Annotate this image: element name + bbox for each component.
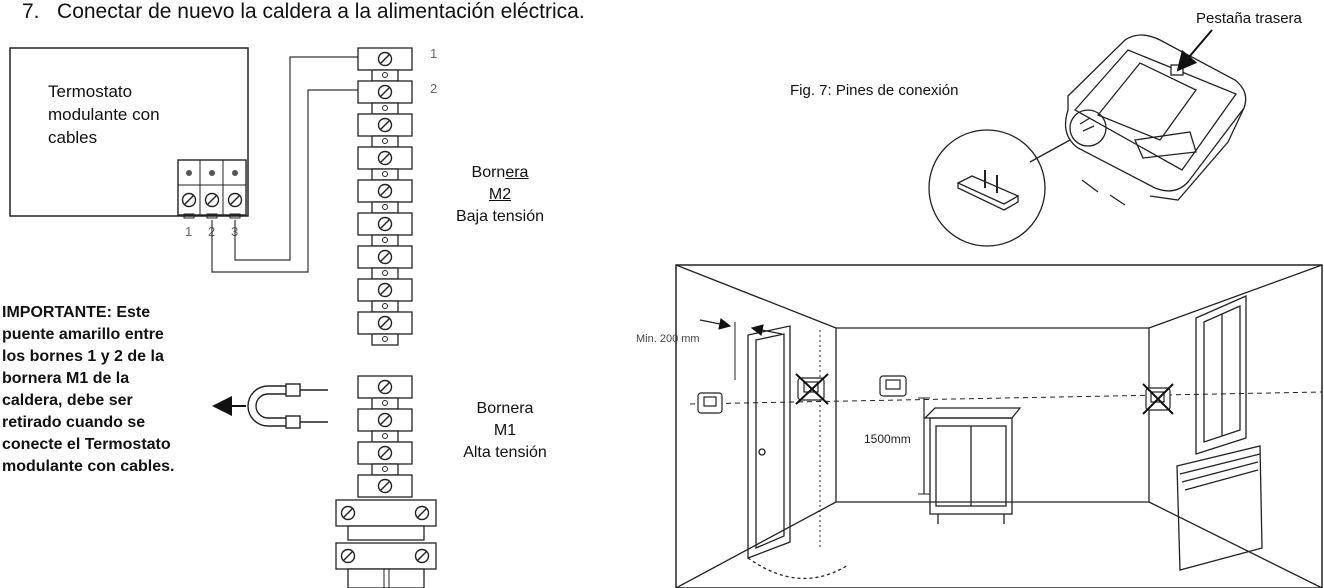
strip-terminal-2: 2 <box>430 81 437 96</box>
bornera-m2-label: Bornera M2 Baja tensión <box>430 162 570 228</box>
bornera-m2-voltage: Baja tensión <box>455 208 545 225</box>
min-distance-label: Min. 200 mm <box>636 333 700 345</box>
thermostat-label-line1: Termostato <box>48 82 133 101</box>
height-label: 1500mm <box>864 432 911 446</box>
thermostat-terminal-1: 1 <box>185 224 192 239</box>
thermostat-label: Termostato modulante con cables <box>48 80 198 149</box>
step-number: 7. <box>22 0 40 23</box>
important-note: IMPORTANTE: Este puente amarillo entre l… <box>2 302 222 478</box>
important-line: los bornes 1 y 2 de la <box>2 348 164 365</box>
bornera-m1-title: Bornera <box>476 400 534 417</box>
jumper-bridge <box>247 383 328 429</box>
important-line: caldera, debe ser <box>2 392 133 409</box>
step-instruction: 7. Conectar de nuevo la caldera a la ali… <box>22 0 585 24</box>
bornera-m2-title: Bornera <box>471 164 529 181</box>
thermostat-label-line2: modulante con <box>48 105 160 124</box>
bornera-m2-name: M2 <box>488 186 512 203</box>
pins-detail-magnifier <box>928 109 1107 247</box>
figure-caption: Fig. 7: Pines de conexión <box>790 82 959 99</box>
important-line: puente amarillo entre <box>2 326 164 343</box>
important-line: retirado cuando se <box>2 414 146 431</box>
terminal-strip-m1 <box>335 375 437 588</box>
important-line: IMPORTANTE: Este <box>2 304 151 321</box>
bornera-m1-voltage: Alta tensión <box>463 444 547 461</box>
connection-wires <box>211 56 358 273</box>
bornera-m1-label: Bornera M1 Alta tensión <box>450 398 560 464</box>
important-line: conecte el Termostato <box>2 436 171 453</box>
thermostat-box: 1 2 3 <box>9 47 249 239</box>
important-line: modulante con cables. <box>2 458 175 475</box>
thermostat-label-line3: cables <box>48 128 98 147</box>
step-text: Conectar de nuevo la caldera a la alimen… <box>57 0 585 23</box>
thermostat-device-illustration <box>1064 29 1247 206</box>
room-installation-diagram: 1500mm Min. 200 mm <box>636 264 1323 588</box>
bornera-m1-name: M1 <box>493 422 517 439</box>
important-line: bornera M1 de la <box>2 370 130 387</box>
strip-terminal-1: 1 <box>430 46 437 61</box>
rear-tab-label: Pestaña trasera <box>1196 10 1302 27</box>
terminal-strip-m2: 1 2 <box>357 46 437 346</box>
